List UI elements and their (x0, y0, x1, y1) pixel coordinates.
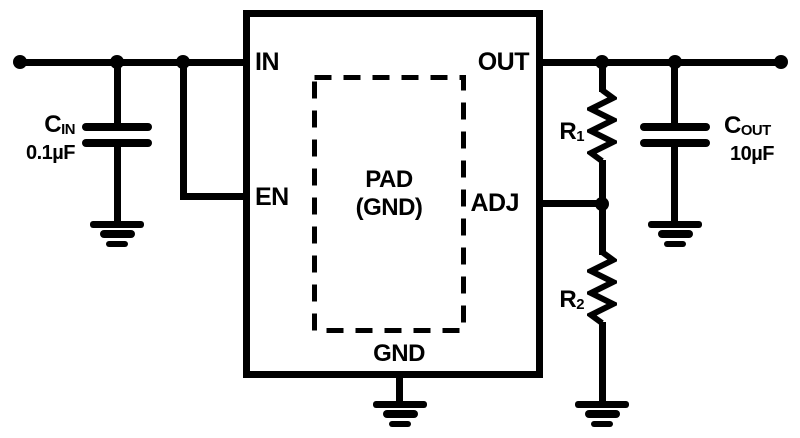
cout-capacitor-top-plate (640, 123, 710, 131)
cin-capacitor-top-plate (82, 123, 152, 131)
ground-bar-3 (106, 241, 128, 247)
ic-body (243, 10, 543, 378)
wire-en-drop (180, 62, 187, 200)
ground-bar-1 (648, 221, 702, 228)
cin-name: C (44, 111, 62, 138)
wire-r2-top-stub (599, 204, 606, 255)
ground-bar-3 (664, 241, 686, 247)
wire-r1-top-stub (599, 62, 606, 92)
pin-label-en: EN (255, 183, 289, 211)
ground-bar-1 (90, 221, 144, 228)
cin-capacitor-bottom-plate (82, 139, 152, 147)
pin-label-out: OUT (477, 48, 530, 76)
ground-bar-3 (389, 421, 411, 427)
pad-outline (312, 75, 466, 333)
r1-name: R (559, 118, 577, 145)
ground-symbol-cin (90, 221, 144, 247)
terminal-dot-output (774, 55, 788, 69)
ground-symbol-ic (373, 401, 427, 427)
ground-bar-1 (575, 401, 629, 408)
resistor-r2-symbol (587, 251, 617, 325)
wire-adj (536, 200, 604, 207)
cout-value: 10µF (730, 143, 775, 165)
wire-cin-lower (114, 146, 121, 223)
ground-bar-3 (591, 421, 613, 427)
ground-bar-2 (657, 230, 693, 238)
pad-label: PAD (GND) (312, 166, 466, 222)
r2-name-subscript: 2 (576, 296, 584, 313)
cout-name-subscript: OUT (740, 122, 771, 139)
cin-value: 0.1µF (25, 142, 76, 164)
cout-capacitor-bottom-plate (640, 139, 710, 147)
pad-label-line1: PAD (365, 166, 413, 193)
junction-dot-cin (110, 55, 124, 69)
wire-cout-lower (671, 146, 678, 223)
resistor-r2-label: R2 (540, 287, 584, 318)
junction-dot-r1 (595, 55, 609, 69)
resistor-r1-label: R1 (540, 119, 584, 150)
resistor-r1-symbol (587, 89, 617, 163)
cin-label: CIN (2, 112, 75, 143)
wire-output-rail (536, 59, 782, 66)
pin-label-gnd: GND (373, 340, 425, 367)
pad-label-line2: (GND) (355, 194, 423, 221)
wire-en-horizontal (180, 193, 250, 200)
cout-name: C (724, 112, 741, 139)
wire-r1-bottom-stub (599, 160, 606, 206)
junction-dot-cout (668, 55, 682, 69)
wire-r2-bottom-stub (599, 322, 606, 403)
terminal-dot-input (13, 55, 27, 69)
ground-symbol-r2 (575, 401, 629, 427)
ground-bar-1 (373, 401, 427, 408)
ground-bar-2 (382, 410, 418, 418)
wire-ic-gnd-stub (396, 378, 403, 403)
wire-cin-upper (114, 62, 121, 125)
wire-input-rail (20, 59, 250, 66)
cout-label: COUT (724, 113, 771, 144)
ground-bar-2 (99, 230, 135, 238)
wire-cout-upper (671, 62, 678, 125)
junction-dot-en (176, 55, 190, 69)
ground-symbol-cout (648, 221, 702, 247)
r2-name: R (559, 286, 577, 313)
pin-label-adj: ADJ (470, 189, 519, 217)
r1-name-subscript: 1 (576, 128, 584, 145)
junction-dot-adj (595, 197, 609, 211)
cin-name-subscript: IN (61, 121, 75, 138)
pin-label-in: IN (255, 48, 280, 76)
ground-bar-2 (584, 410, 620, 418)
